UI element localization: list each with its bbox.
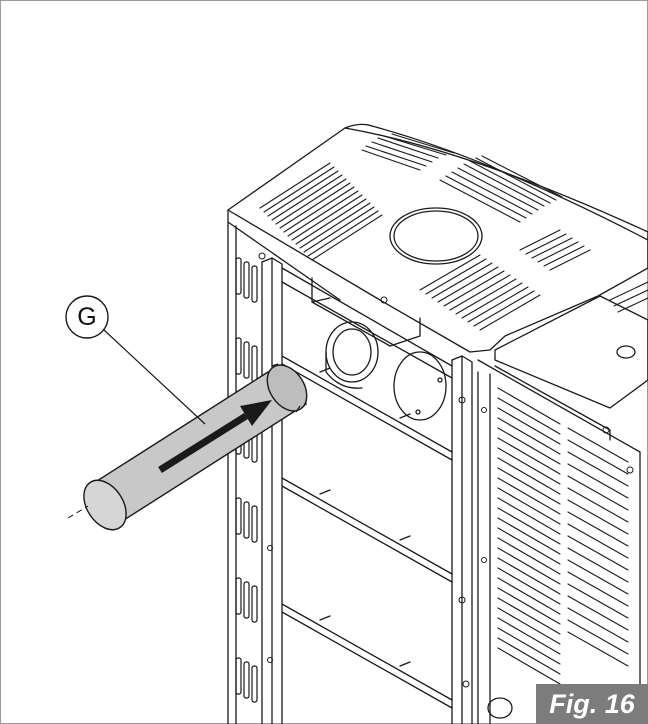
insertion-arrow: [158, 400, 272, 473]
top-right-panel: [494, 295, 648, 409]
figure-number-badge: Fig. 16: [536, 684, 648, 724]
flue-bracket: [311, 277, 421, 347]
cross-member-1: [281, 355, 453, 461]
screws: [258, 252, 634, 688]
flue-spigot: [325, 321, 379, 383]
top-flue-hole: [389, 207, 483, 265]
back-round-plate: [393, 351, 447, 421]
callout-label-g: G: [77, 303, 97, 331]
pipe-axis-line: [67, 505, 89, 519]
front-right-louvers: [497, 387, 629, 685]
left-vent-slots: [235, 257, 258, 703]
front-right-panel: [477, 359, 641, 724]
cross-member-2: [281, 477, 453, 583]
top-cover: [227, 127, 648, 353]
top-vent-slots: [259, 133, 648, 331]
left-frame-rail: [261, 257, 283, 724]
right-frame-rail: [451, 355, 473, 724]
callout-leader: [103, 329, 206, 425]
callout-circle: [65, 295, 109, 339]
cross-member-3: [281, 603, 453, 709]
